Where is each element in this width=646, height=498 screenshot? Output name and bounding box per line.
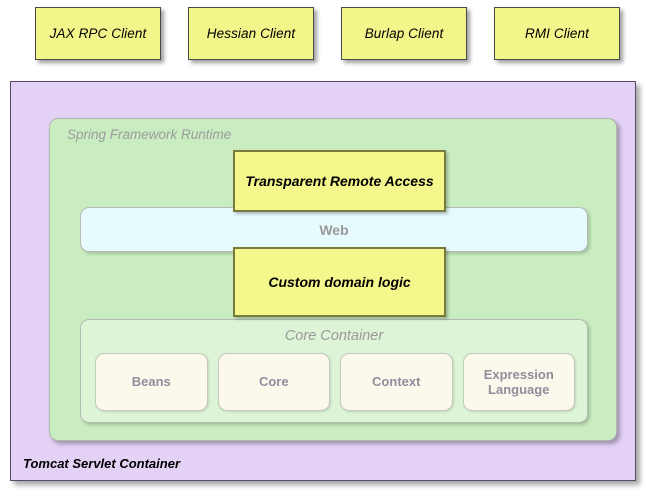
client-label: RMI Client: [524, 26, 589, 41]
client-row: JAX RPC Client Hessian Client Burlap Cli…: [0, 0, 646, 75]
core-container-panel: Core Container Beans Core Context Expres…: [80, 319, 588, 423]
client-box-burlap[interactable]: Burlap Client: [341, 7, 467, 60]
core-container-label: Core Container: [284, 328, 384, 344]
custom-domain-logic-label: Custom domain logic: [268, 274, 411, 290]
web-layer-bar[interactable]: Web: [80, 207, 588, 252]
core-module-core[interactable]: Core: [217, 353, 330, 411]
web-layer-label: Web: [319, 221, 349, 238]
transparent-remote-access-box[interactable]: Transparent Remote Access: [233, 150, 446, 212]
spring-framework-runtime-label: Spring Framework Runtime: [67, 127, 232, 142]
custom-domain-logic-box[interactable]: Custom domain logic: [233, 247, 446, 317]
core-module-context[interactable]: Context: [340, 353, 453, 411]
client-box-jax-rpc[interactable]: JAX RPC Client: [35, 7, 161, 60]
client-label: Hessian Client: [206, 26, 296, 41]
core-module-beans[interactable]: Beans: [95, 353, 208, 411]
client-label: JAX RPC Client: [49, 26, 147, 41]
core-modules-row: Beans Core Context Expression Language: [95, 353, 575, 411]
core-module-label: Context: [372, 374, 421, 390]
transparent-remote-access-label: Transparent Remote Access: [245, 173, 434, 189]
spring-framework-runtime-panel: Spring Framework Runtime Web Core Contai…: [49, 118, 617, 441]
client-box-rmi[interactable]: RMI Client: [494, 7, 620, 60]
tomcat-servlet-container-label: Tomcat Servlet Container: [23, 456, 181, 471]
core-module-label: Expression Language: [483, 366, 554, 397]
core-module-expression-language[interactable]: Expression Language: [462, 353, 575, 411]
client-box-hessian[interactable]: Hessian Client: [188, 7, 314, 60]
client-label: Burlap Client: [364, 26, 444, 41]
tomcat-servlet-container: Spring Framework Runtime Web Core Contai…: [10, 81, 636, 481]
core-module-label: Core: [258, 374, 289, 390]
core-module-label: Beans: [131, 374, 171, 390]
